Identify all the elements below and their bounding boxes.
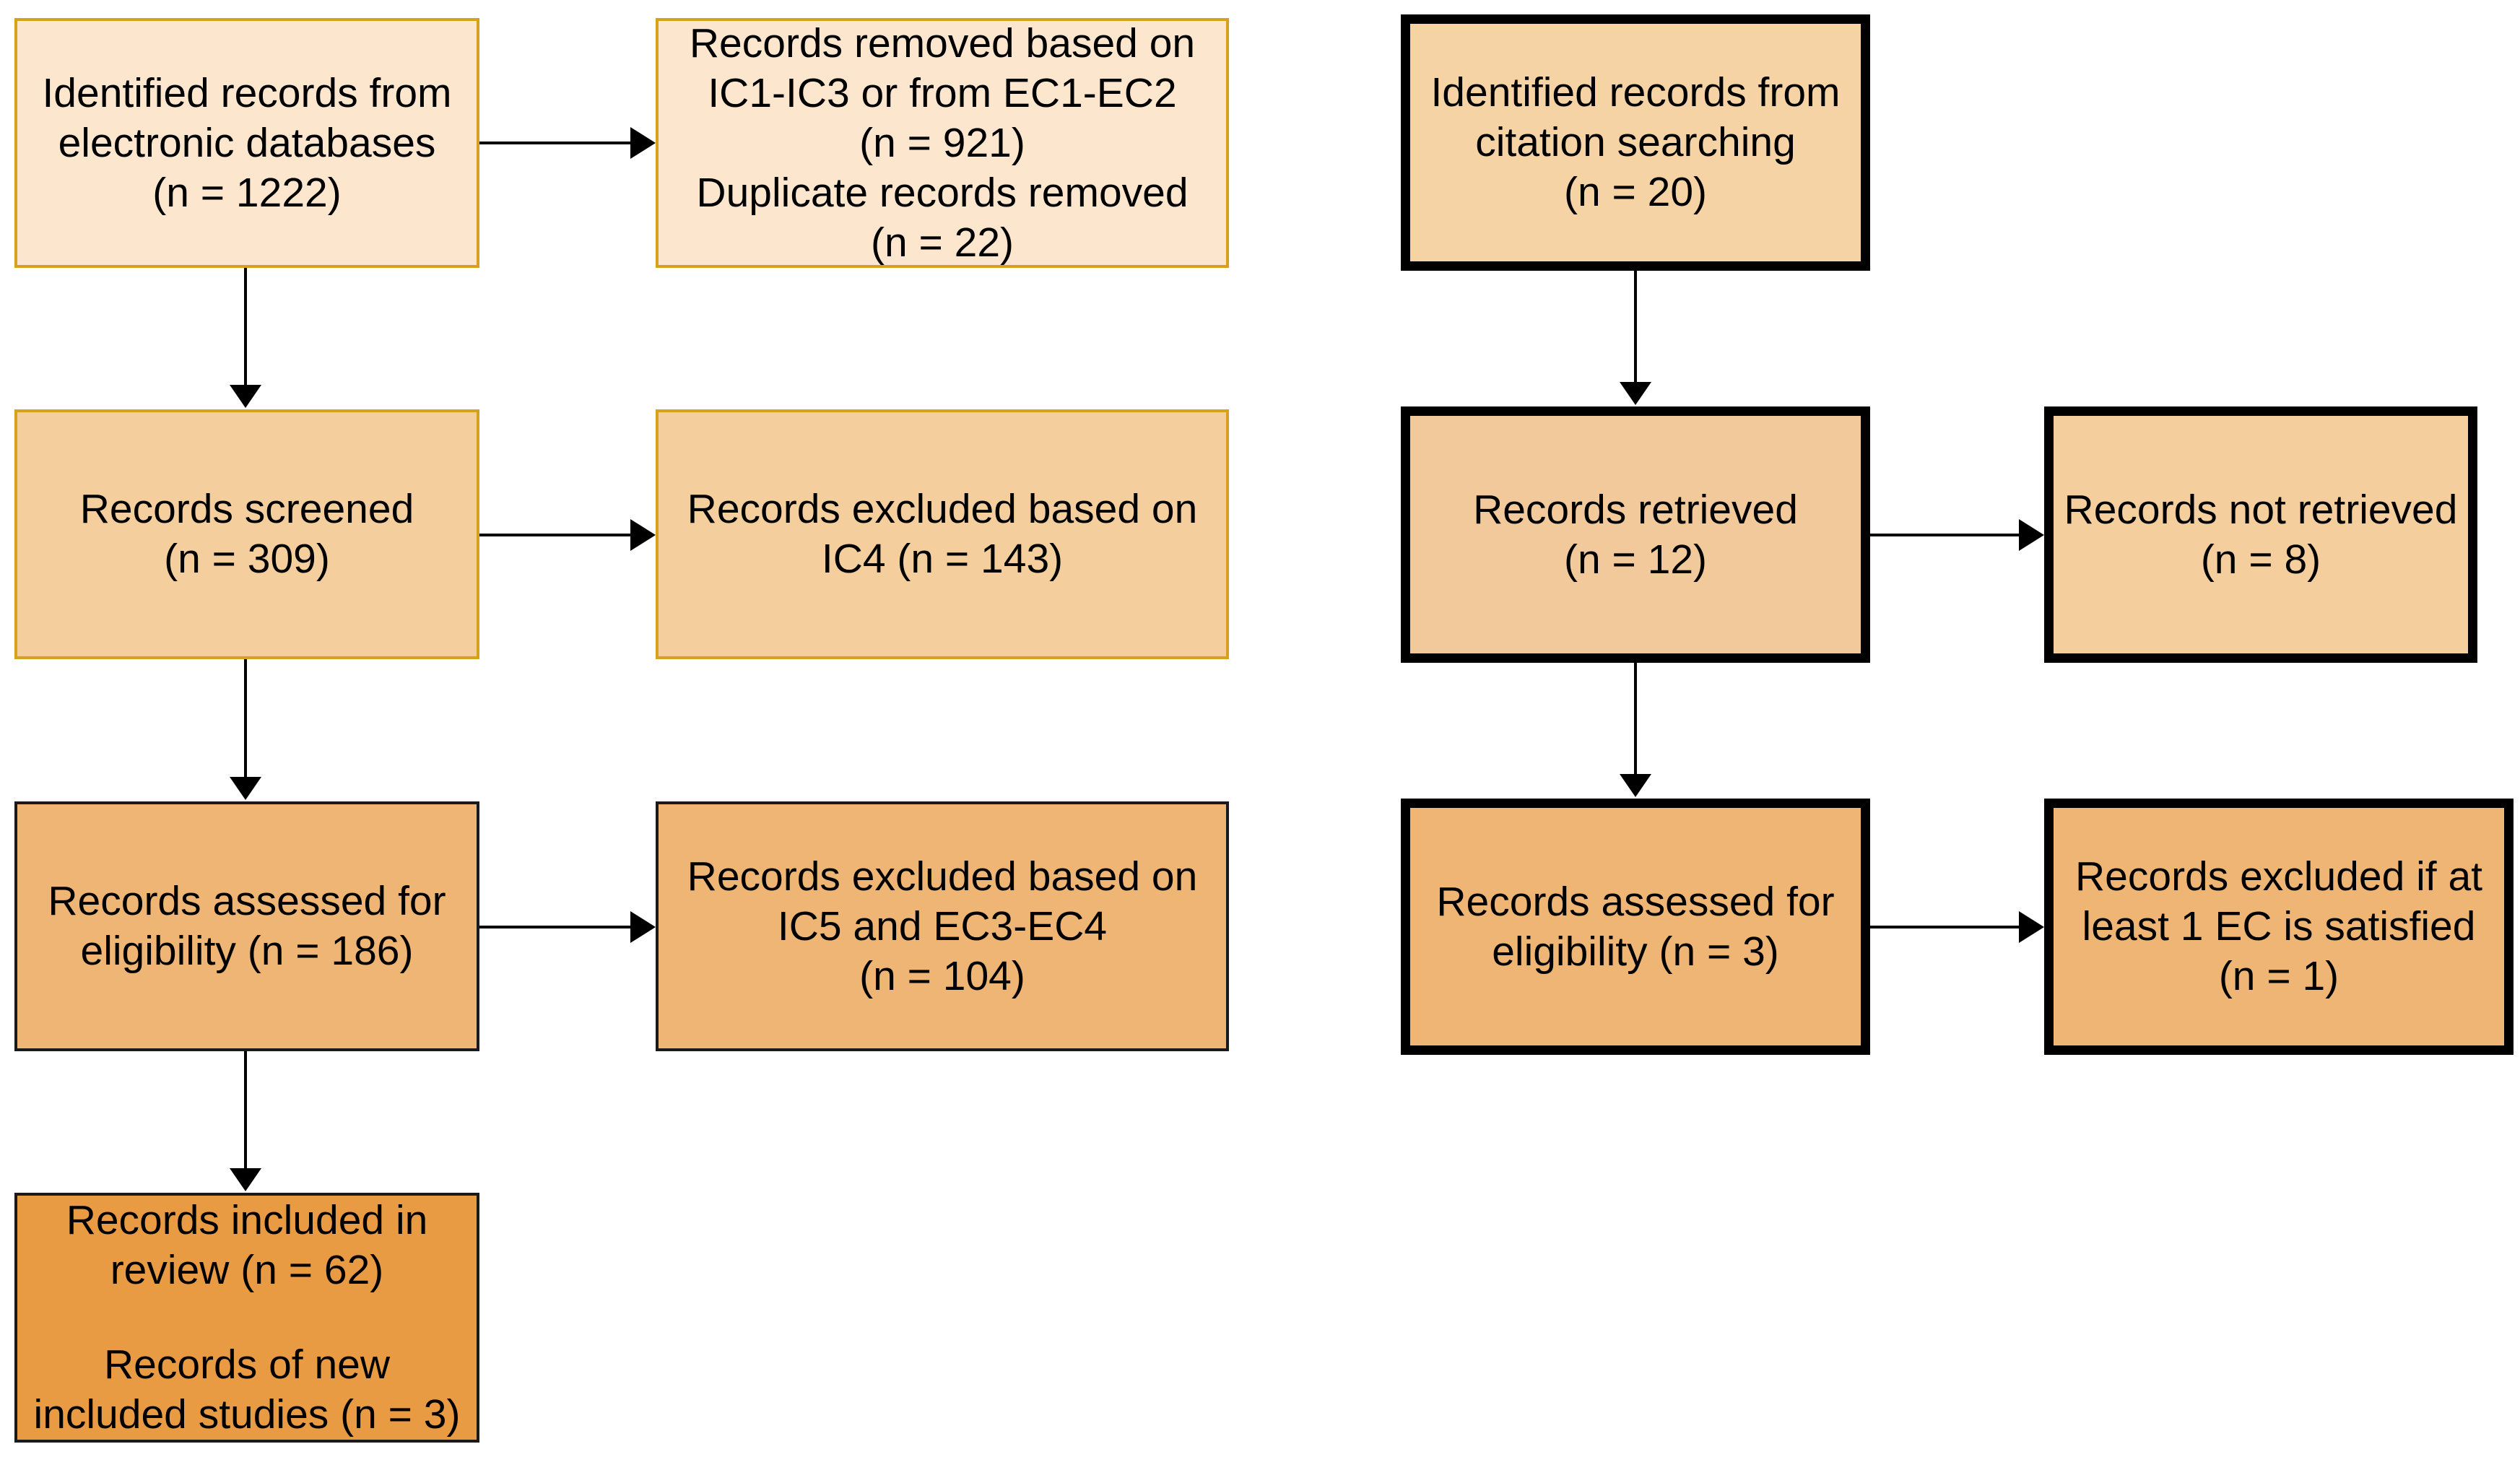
box-text-line: Records removed based on (689, 19, 1196, 66)
arrow-retrieved-to-assessed (1620, 663, 1651, 797)
box-identified-databases: Identified records from electronic datab… (14, 18, 479, 268)
arrow-citation-to-retrieved (1620, 271, 1651, 405)
box-records-screened: Records screened (n = 309) (14, 409, 479, 659)
box-text-line: review (n = 62) (110, 1247, 384, 1293)
box-text-line: (n = 8) (2200, 536, 2321, 583)
arrow-retrieved-to-not-retrieved (1870, 519, 2044, 551)
box-text-line: Records excluded based on (687, 853, 1198, 900)
box-text-line: (n = 309) (164, 536, 330, 582)
box-text-line: eligibility (n = 3) (1492, 928, 1779, 975)
arrow-screened-to-excluded-ic4 (479, 519, 656, 551)
box-excluded-ic5: Records excluded based on IC5 and EC3-EC… (656, 801, 1229, 1051)
box-text-line: (n = 12) (1563, 536, 1708, 583)
box-text-line: Records included in (66, 1197, 428, 1243)
box-text-line: Records assessed for (1436, 878, 1835, 925)
box-text-line: Records retrieved (1473, 486, 1798, 533)
arrow-assessed-to-excluded-ic5 (479, 911, 656, 943)
box-text-line: included studies (n = 3) (33, 1391, 461, 1438)
box-text-line: IC5 and EC3-EC4 (777, 903, 1108, 949)
box-text-line: eligibility (n = 186) (80, 928, 414, 974)
box-text-line: citation searching (1475, 119, 1796, 165)
box-assessed-eligibility: Records assessed for eligibility (n = 18… (14, 801, 479, 1051)
box-excluded-ec: Records excluded if at least 1 EC is sat… (2044, 799, 2514, 1055)
box-text-line: Duplicate records removed (696, 169, 1189, 216)
arrow-identified-to-screened (230, 268, 261, 408)
arrow-assessed-to-excluded-ec (1870, 911, 2044, 943)
box-text-line: Records not retrieved (2064, 486, 2458, 533)
box-text-line: (n = 1) (2218, 953, 2339, 999)
box-records-removed: Records removed based on IC1-IC3 or from… (656, 18, 1229, 268)
box-text-line: Records screened (79, 486, 414, 532)
box-text-line: Records excluded if at (2075, 853, 2482, 900)
box-text-line: Identified records from (42, 69, 452, 116)
box-text-line: (n = 921) (859, 119, 1025, 166)
box-text-line: Records assessed for (48, 878, 446, 924)
box-records-retrieved: Records retrieved (n = 12) (1401, 406, 1870, 663)
arrow-identified-to-removed (479, 127, 656, 159)
box-text-line: least 1 EC is satisfied (2082, 903, 2476, 949)
box-text-line: (n = 22) (870, 219, 1014, 266)
box-text-line: (n = 104) (859, 952, 1025, 999)
box-text-line: Identified records from (1430, 69, 1841, 116)
box-excluded-ic4: Records excluded based on IC4 (n = 143) (656, 409, 1229, 659)
box-text-line: IC4 (n = 143) (821, 536, 1064, 582)
box-text-line: Records excluded based on (687, 486, 1198, 532)
box-text-line: IC1-IC3 or from EC1-EC2 (708, 69, 1177, 116)
arrow-screened-to-assessed (230, 659, 261, 800)
box-records-included: Records included in review (n = 62) Reco… (14, 1193, 479, 1443)
box-text-line: (n = 20) (1563, 169, 1708, 215)
box-text-line: electronic databases (58, 119, 436, 166)
arrow-assessed-to-included (230, 1051, 261, 1191)
box-text-line: Records of new (103, 1341, 391, 1388)
box-right-assessed-eligibility: Records assessed for eligibility (n = 3) (1401, 799, 1870, 1055)
box-identified-citation: Identified records from citation searchi… (1401, 14, 1870, 271)
box-text-line: (n = 1222) (152, 169, 342, 216)
box-records-not-retrieved: Records not retrieved (n = 8) (2044, 406, 2477, 663)
